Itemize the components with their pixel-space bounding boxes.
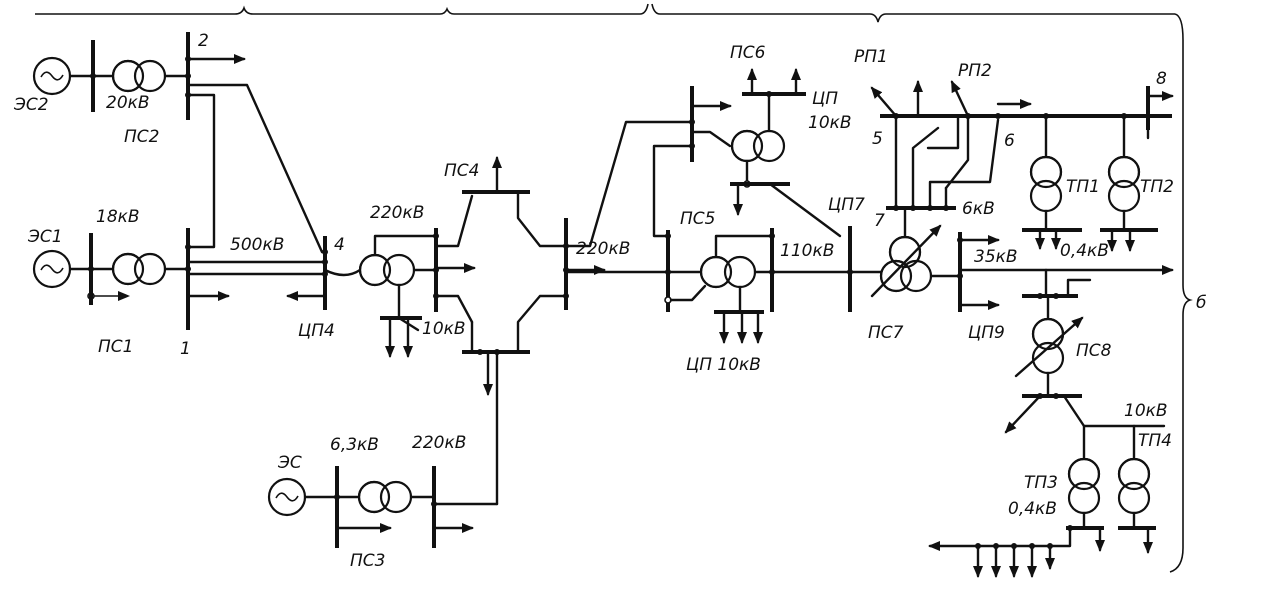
label-04kv-a: 0,4кВ	[1060, 241, 1109, 261]
label-es1: ЭС1	[27, 227, 63, 247]
label-ps7: ПС7	[868, 323, 904, 343]
label-220kv-b: 220кВ	[576, 239, 630, 259]
label-tp3: ТП3	[1024, 473, 1058, 493]
label-es: ЭС	[277, 453, 302, 473]
label-ps3: ПС3	[350, 551, 385, 571]
label-110kv: 110кВ	[780, 241, 834, 261]
label-20kv: 20кВ	[106, 93, 150, 113]
label-cp9: ЦП9	[968, 323, 1005, 343]
ps8-substation	[1004, 268, 1166, 434]
label-rp2: РП2	[958, 61, 992, 81]
label-500kv: 500кВ	[230, 235, 284, 255]
lines-220kv-east	[564, 120, 694, 274]
generator-es	[267, 477, 307, 517]
label-es2: ЭС2	[13, 95, 49, 115]
label-220kv-c: 220кВ	[412, 433, 466, 453]
label-ps5: ПС5	[680, 209, 715, 229]
tp3-substation	[928, 424, 1105, 578]
right-brace	[1169, 13, 1193, 573]
ps2-substation	[68, 32, 246, 120]
ring-220kv	[433, 156, 606, 506]
label-18kv: 18кВ	[96, 207, 140, 227]
ps6-substation	[652, 68, 842, 238]
label-node-6: 6	[1004, 131, 1015, 151]
tp2-substation	[1100, 114, 1158, 252]
lines-500kv	[186, 83, 327, 276]
cp4-bus	[286, 236, 362, 310]
label-rp1: РП1	[854, 47, 888, 67]
label-cp4: ЦП4	[298, 321, 335, 341]
label-node-5: 5	[872, 129, 883, 149]
label-node-1: 1	[180, 339, 191, 359]
label-63kv: 6,3кВ	[330, 435, 379, 455]
label-ps2: ПС2	[124, 127, 159, 147]
top-brace	[35, 3, 1175, 23]
ps7-substation	[847, 205, 1174, 312]
ps1-substation	[68, 228, 230, 330]
ps4-autotransformer	[358, 234, 438, 358]
label-6kv: 6кВ	[962, 199, 995, 219]
label-ps8: ПС8	[1076, 341, 1112, 361]
label-cp7: ЦП7	[828, 195, 865, 215]
label-ps6: ПС6	[730, 43, 766, 63]
ps5-substation	[664, 228, 852, 344]
label-ps4: ПС4	[444, 161, 479, 181]
label-tp2: ТП2	[1140, 177, 1174, 197]
label-04kv-b: 0,4кВ	[1008, 499, 1057, 519]
label-b: б	[1196, 293, 1206, 313]
label-node-2: 2	[198, 31, 209, 51]
generator-es2	[32, 56, 72, 96]
label-220kv-a: 220кВ	[370, 203, 424, 223]
label-35kv: 35кВ	[974, 247, 1018, 267]
tp1-substation	[1022, 114, 1082, 250]
label-node-7: 7	[874, 211, 885, 231]
label-10kv-a: 10кВ	[422, 319, 466, 339]
label-cp: ЦП	[812, 89, 838, 109]
label-node-8: 8	[1156, 69, 1167, 89]
label-10kv-c: 10кВ	[1124, 401, 1168, 421]
generator-es1	[32, 249, 72, 289]
label-tp1: ТП1	[1066, 177, 1100, 197]
label-10kv-b: 10кВ	[808, 113, 852, 133]
ps3-substation	[303, 466, 499, 548]
label-ps1: ПС1	[98, 337, 133, 357]
tp4-substation	[1117, 424, 1156, 554]
label-tp4: ТП4	[1138, 431, 1172, 451]
labels: ЭС2 ПС2 20кВ 2 ЭС1 18кВ ПС1 1 500кВ 4 ЦП…	[13, 31, 1206, 571]
label-cp-10kv: ЦП 10кВ	[686, 355, 761, 375]
label-node-4: 4	[334, 235, 345, 255]
